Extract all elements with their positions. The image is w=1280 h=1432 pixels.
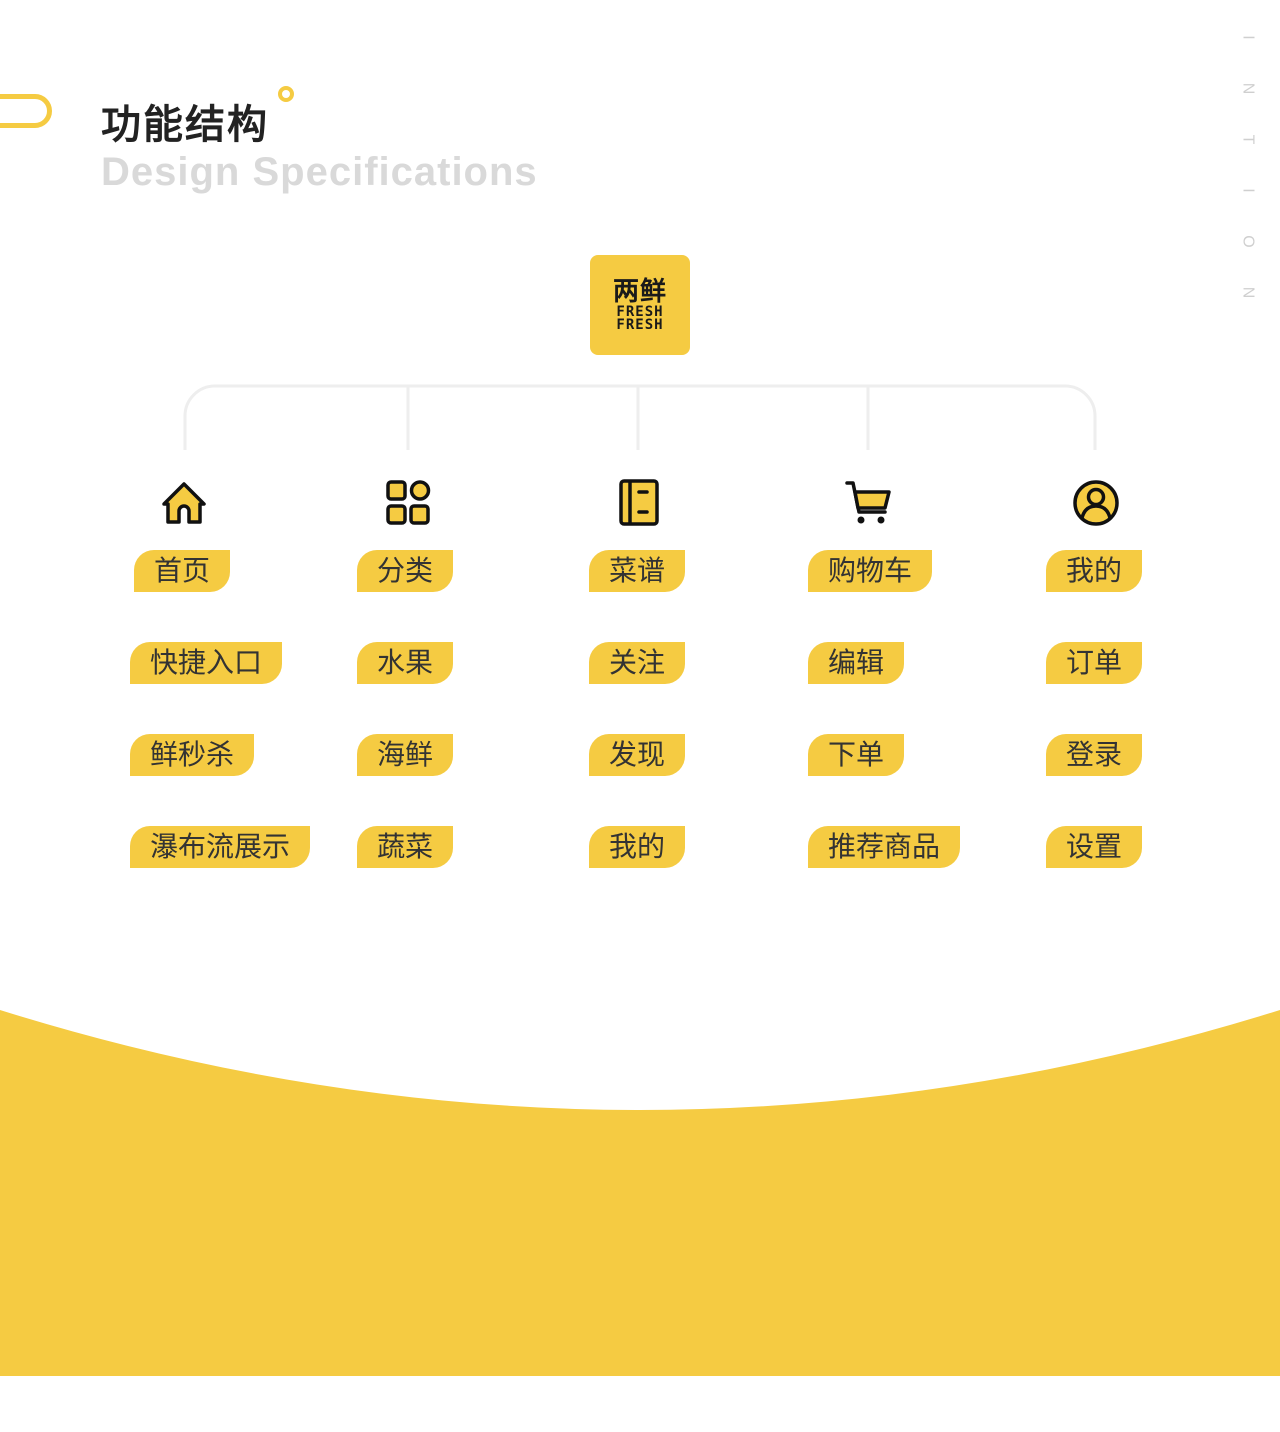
node-category-item: 海鲜 — [357, 734, 454, 776]
node-cart: 购物车 — [808, 550, 933, 592]
logo-en-text-2: FRESH — [616, 317, 664, 333]
node-category-item: 蔬菜 — [357, 826, 454, 868]
home-icon — [159, 478, 209, 528]
node-category: 分类 — [357, 550, 454, 592]
bottom-yellow-wave — [0, 1010, 1280, 1376]
node-profile-item: 订单 — [1046, 642, 1143, 684]
cart-icon — [843, 478, 893, 528]
node-recipe-item: 发现 — [589, 734, 686, 776]
page-subtitle: Design Specifications — [101, 150, 538, 194]
node-profile-item: 设置 — [1046, 826, 1143, 868]
node-recipe-item: 关注 — [589, 642, 686, 684]
title-accent-dot — [278, 86, 294, 102]
user-icon — [1071, 478, 1121, 528]
logo-en-text-1: FRESH — [616, 304, 664, 320]
book-icon — [613, 478, 663, 528]
node-home-item: 鲜秒杀 — [130, 734, 255, 776]
logo-cn-text: 两鲜 — [612, 277, 667, 307]
node-home-item: 瀑布流展示 — [130, 826, 311, 868]
node-cart-item: 推荐商品 — [808, 826, 961, 868]
node-cart-item: 编辑 — [808, 642, 905, 684]
node-home: 首页 — [134, 550, 231, 592]
grid-icon — [383, 478, 433, 528]
node-home-item: 快捷入口 — [130, 642, 283, 684]
node-recipe-item: 我的 — [589, 826, 686, 868]
tree-bracket — [183, 384, 1097, 450]
node-category-item: 水果 — [357, 642, 454, 684]
node-recipe: 菜谱 — [589, 550, 686, 592]
node-profile-item: 登录 — [1046, 734, 1143, 776]
tree-connectors — [183, 384, 1097, 450]
app-logo: 两鲜 FRESH FRESH — [590, 255, 690, 355]
node-profile: 我的 — [1046, 550, 1143, 592]
node-cart-item: 下单 — [808, 734, 905, 776]
page-title: 功能结构 — [101, 102, 269, 148]
title-accent-pill — [0, 94, 52, 128]
